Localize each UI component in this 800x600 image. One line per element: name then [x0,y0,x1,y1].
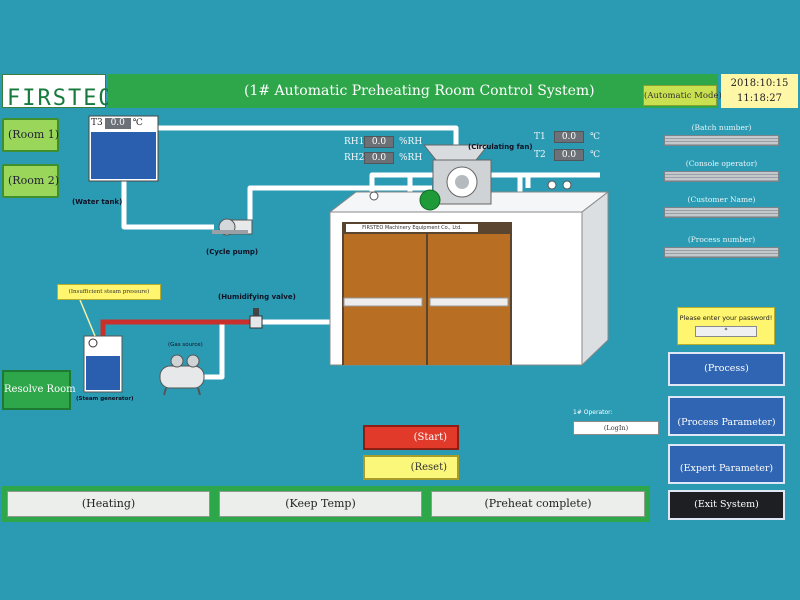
steam-generator-label: (Steam generator) [76,396,134,402]
status-keep-temp: (Keep Temp) [219,491,422,517]
room-1-button[interactable]: (Room 1) [2,118,59,152]
cycle-pump-label: (Cycle pump) [206,248,259,256]
status-bar: (Heating) (Keep Temp) (Preheat complete) [2,486,650,522]
t2-label: T2 [534,150,546,160]
customer-name-field[interactable] [664,207,779,218]
title-bar: (1# Automatic Preheating Room Control Sy… [108,74,722,108]
operator-label: 1# Operator: [573,409,613,416]
process-number-field[interactable] [664,247,779,258]
reset-button[interactable]: (Reset) [363,455,459,480]
t3-value: 0.0 [104,118,131,129]
manifold-gauges [369,180,572,201]
preheat-room [328,190,610,367]
pipe-tank-to-fan [158,125,459,146]
rh2-value: 0.0 [364,152,394,164]
password-prompt: Please enter your password! [679,314,773,322]
pipe-gas-to-room [200,319,330,380]
rh1-value: 0.0 [364,136,394,148]
expert-parameter-button[interactable]: (Expert Parameter) [668,444,785,484]
gas-source-tank [159,354,205,396]
t3-label: T3 [91,118,103,128]
t2-unit: ℃ [590,150,601,160]
password-panel: Please enter your password! * [677,307,775,345]
steam-generator [79,299,123,393]
t1-unit: ℃ [590,132,601,142]
circulating-fan-label: (Circulating fan) [468,143,533,151]
t3-unit: ℃ [132,118,143,128]
room-2-button[interactable]: (Room 2) [2,164,59,198]
rh2-label: RH2 [344,153,365,163]
start-button[interactable]: (Start) [363,425,459,450]
resolve-room-button[interactable]: Resolve Room [2,370,76,410]
password-input[interactable]: * [695,326,757,337]
t2-value: 0.0 [554,149,584,161]
customer-name-label: (Customer Name) [687,195,756,204]
batch-number-field[interactable] [664,135,779,146]
process-number-label: (Process number) [687,235,756,244]
rh1-unit: %RH [399,137,423,147]
water-tank-label: (Water tank) [72,198,123,206]
datetime-panel: 2018:10:15 11:18:27 [721,74,798,108]
console-operator-label: (Console operator) [685,159,758,168]
gas-source-label: (Gas source) [168,342,203,348]
t1-value: 0.0 [554,131,584,143]
door-nameplate: FIRSTEO Machinery Equipment Co., Ltd. [346,224,478,232]
logo-text: FIRSTEO [7,86,114,111]
batch-number-label: (Batch number) [691,123,752,132]
humidifying-valve-label: (Humidifying valve) [218,293,296,301]
mode-badge[interactable]: (Automatic Mode) [643,85,722,106]
console-operator-field[interactable] [664,171,779,182]
status-heating: (Heating) [7,491,210,517]
brand-logo: FIRSTEO® [2,74,119,111]
date-readout: 2018:10:15 [730,78,789,89]
process-parameter-button[interactable]: (Process Parameter) [668,396,785,436]
circulating-fan [419,144,492,211]
time-readout: 11:18:27 [737,93,782,104]
process-button[interactable]: (Process) [668,352,785,386]
status-preheat-complete: (Preheat complete) [431,491,645,517]
humidifying-valve-graphic [249,308,263,329]
rh2-unit: %RH [399,153,423,163]
pipe-tank-to-pump [121,180,214,230]
steam-pipe [100,319,255,336]
system-title: (1# Automatic Preheating Room Control Sy… [244,83,595,99]
steam-pressure-warning: (Insufficient steam pressure) [57,284,161,300]
cycle-pump [212,218,253,236]
exit-system-button[interactable]: (Exit System) [668,490,785,520]
login-button[interactable]: (LogIn) [573,421,659,435]
t1-label: T1 [534,132,546,142]
rh1-label: RH1 [344,137,365,147]
